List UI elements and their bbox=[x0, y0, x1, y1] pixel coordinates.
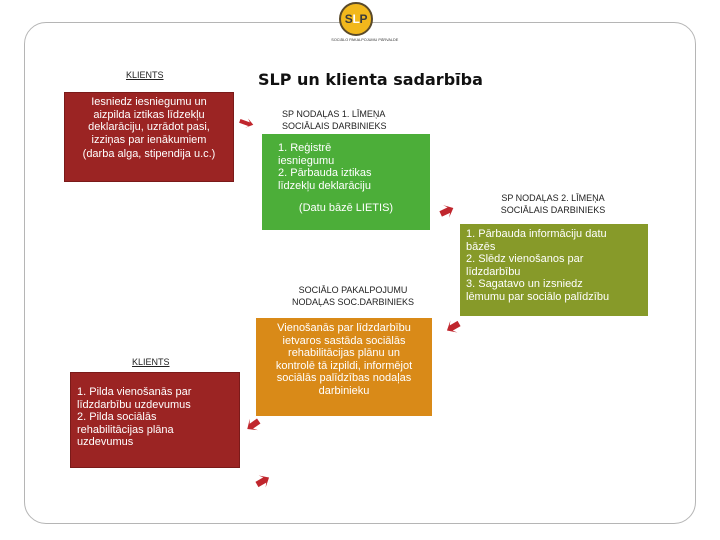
level2-worker-label: SP NODAĻAS 2. LĪMEŅA SOCIĀLAIS DARBINIEK… bbox=[500, 193, 606, 215]
level1-steps-text: 1. Reģistrē iesniegumu 2. Pārbauda iztik… bbox=[278, 142, 372, 192]
logo-letter-p: P bbox=[359, 12, 368, 26]
klients-top-text: KLIENTS bbox=[126, 70, 164, 80]
level2-tasks-box: 1. Pārbauda informāciju datu bāzēs 2. Sl… bbox=[460, 224, 648, 316]
arrow-icon bbox=[439, 205, 454, 218]
client-application-note: (darba alga, stipendija u.c.) bbox=[82, 148, 216, 160]
client-application-text: Iesniedz iesniegumu un aizpilda iztikas … bbox=[88, 96, 210, 146]
level1-tasks-box: 1. Reģistrē iesniegumu 2. Pārbauda iztik… bbox=[262, 134, 430, 230]
client-obligations-box: 1. Pilda vienošanās par līdzdarbību uzde… bbox=[70, 372, 240, 468]
klients-bottom-text: KLIENTS bbox=[132, 357, 170, 367]
arrow-icon bbox=[446, 320, 461, 333]
social-services-worker-label: SOCIĀLO PAKALPOJUMU NODAĻAS SOC.DARBINIE… bbox=[291, 285, 415, 307]
client-application-box: Iesniedz iesniegumu un aizpilda iztikas … bbox=[64, 92, 234, 182]
logo-letter-s: S bbox=[344, 12, 353, 26]
rehabilitation-plan-box: Vienošanās par līdzdarbību ietvaros sast… bbox=[256, 318, 432, 416]
klients-top-label: KLIENTS bbox=[126, 69, 164, 81]
logo-letter-l: L bbox=[352, 12, 360, 26]
arrow-icon bbox=[255, 475, 270, 488]
page-title: SLP un klienta sadarbība bbox=[258, 70, 483, 89]
slp-logo: SLP SOCIĀLO PAKALPOJUMU PĀRVALDE bbox=[330, 2, 399, 48]
arrow-icon bbox=[239, 118, 254, 128]
level1-database-note: (Datu bāzē LIETIS) bbox=[298, 202, 394, 214]
klients-bottom-label: KLIENTS bbox=[132, 356, 170, 368]
arrow-icon bbox=[247, 418, 261, 431]
logo-circle: SLP bbox=[339, 2, 373, 36]
logo-tagline: SOCIĀLO PAKALPOJUMU PĀRVALDE bbox=[331, 37, 399, 42]
level1-worker-label: SP NODAĻAS 1. LĪMEŅA SOCIĀLAIS DARBINIEK… bbox=[282, 109, 387, 131]
